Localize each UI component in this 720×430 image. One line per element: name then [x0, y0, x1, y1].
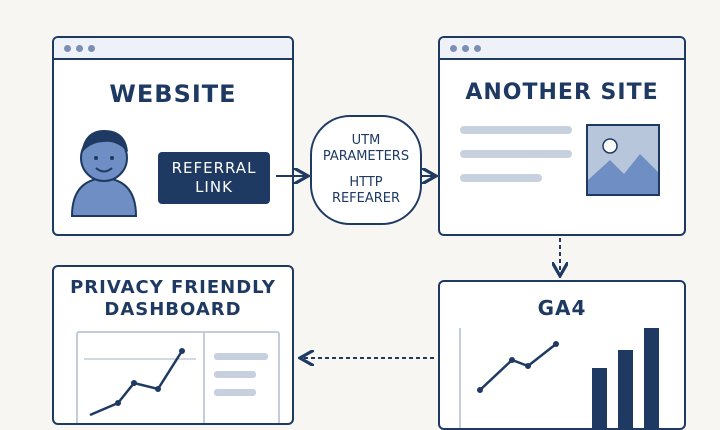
ga4-title: GA4	[537, 296, 587, 320]
window-titlebar	[440, 38, 684, 60]
referral-line-2: LINK	[195, 178, 233, 196]
referral-line-1: REFERRAL	[171, 159, 257, 177]
http-line-1: HTTP	[349, 175, 383, 190]
privacy-dashboard-window: PRIVACY FRIENDLY DASHBOARD	[52, 265, 294, 425]
image-placeholder-icon	[586, 124, 660, 196]
window-dot-icon	[450, 44, 457, 52]
website-window: WEBSITE REFERRAL LINK	[52, 36, 294, 236]
flow-arrows	[276, 0, 720, 405]
text-line	[460, 174, 542, 182]
http-line-2: REFEARER	[331, 191, 401, 206]
utm-line-1: UTM	[351, 133, 381, 148]
user-avatar-icon	[70, 130, 138, 217]
window-titlebar	[54, 38, 292, 60]
window-dot-icon	[64, 44, 71, 52]
window-dot-icon	[88, 44, 95, 52]
privacy-title-2: DASHBOARD	[104, 299, 242, 320]
utm-line-2: PARAMETERS	[322, 149, 410, 164]
window-dot-icon	[76, 44, 83, 52]
text-line	[460, 126, 572, 134]
window-dot-icon	[462, 44, 469, 52]
parameters-bubble: UTM PARAMETERS HTTP REFEARER	[310, 115, 422, 225]
another-site-title: ANOTHER SITE	[465, 80, 659, 105]
window-dot-icon	[474, 44, 481, 52]
another-site-window: ANOTHER SITE	[438, 36, 686, 236]
privacy-title-1: PRIVACY FRIENDLY	[70, 277, 276, 298]
referral-link-button[interactable]: REFERRAL LINK	[158, 152, 270, 204]
website-title: WEBSITE	[109, 80, 237, 108]
text-line	[460, 150, 572, 158]
